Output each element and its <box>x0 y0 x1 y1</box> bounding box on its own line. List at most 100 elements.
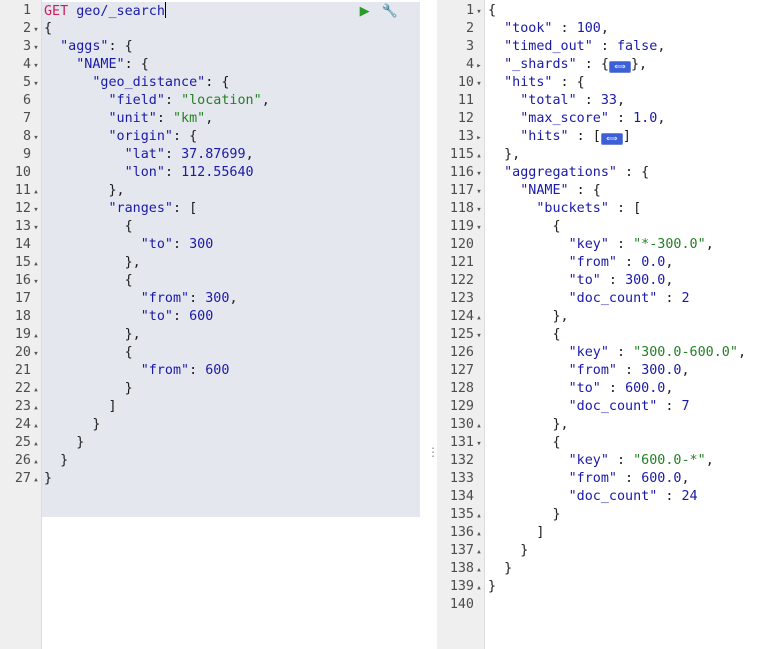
code-line[interactable]: 4▾ "NAME": { <box>0 56 420 74</box>
fold-toggle-icon[interactable]: ▴ <box>33 403 39 413</box>
gutter-cell: 13▾ <box>0 218 42 237</box>
code-line[interactable]: 22▴ } <box>0 380 420 398</box>
code-text: "to" : 300.0, <box>568 273 674 288</box>
fold-toggle-icon[interactable]: ▴ <box>33 259 39 269</box>
fold-toggle-icon[interactable]: ▾ <box>476 169 482 179</box>
code-text: { <box>488 435 561 450</box>
fold-toggle-icon[interactable]: ▾ <box>476 331 482 341</box>
gutter-cell: 13▸ <box>437 128 485 147</box>
code-text: "to": 600 <box>140 309 214 324</box>
code-line: 12 "max_score" : 1.0, <box>437 110 776 128</box>
fold-toggle-icon[interactable]: ▴ <box>33 439 39 449</box>
pane-divider[interactable] <box>420 0 437 649</box>
code-line: 138▴ } <box>437 560 776 578</box>
gutter-cell: 16▾ <box>0 272 42 291</box>
fold-toggle-icon[interactable]: ▴ <box>476 421 482 431</box>
code-line[interactable]: 11▴ }, <box>0 182 420 200</box>
line-number: 18 <box>14 309 31 324</box>
gutter-cell: 133 <box>437 470 485 489</box>
request-endpoint[interactable]: geo/_search <box>76 4 165 19</box>
code-line[interactable]: 12▾ "ranges": [ <box>0 200 420 218</box>
fold-toggle-icon[interactable]: ▾ <box>476 7 482 17</box>
fold-toggle-icon[interactable]: ▾ <box>33 205 39 215</box>
code-line[interactable]: 19▴ }, <box>0 326 420 344</box>
fold-spacer <box>474 273 484 291</box>
code-line[interactable]: 21 "from": 600 <box>0 362 420 380</box>
fold-toggle-icon[interactable]: ▾ <box>33 43 39 53</box>
fold-toggle-icon[interactable]: ▾ <box>476 187 482 197</box>
code-line[interactable]: 2▾{ <box>0 20 420 38</box>
code-line[interactable]: 23▴ ] <box>0 398 420 416</box>
code-line[interactable]: 8▾ "origin": { <box>0 128 420 146</box>
fold-toggle-icon[interactable]: ▸ <box>476 61 482 71</box>
fold-toggle-icon[interactable]: ▴ <box>476 547 482 557</box>
fold-toggle-icon[interactable]: ▾ <box>33 133 39 143</box>
resize-grip-icon[interactable]: ⋮ <box>427 445 439 459</box>
fold-toggle-icon[interactable]: ▴ <box>476 313 482 323</box>
play-icon[interactable]: ▶ <box>359 4 370 19</box>
fold-toggle-icon[interactable]: ▾ <box>476 223 482 233</box>
fold-toggle-icon[interactable]: ▾ <box>33 25 39 35</box>
fold-toggle-icon[interactable]: ▾ <box>33 277 39 287</box>
code-line: 129 "doc_count" : 7 <box>437 398 776 416</box>
code-line[interactable]: 24▴ } <box>0 416 420 434</box>
code-line[interactable]: 15▴ }, <box>0 254 420 272</box>
code-line[interactable]: 6 "field": "location", <box>0 92 420 110</box>
line-number: 13 <box>457 129 474 144</box>
code-line[interactable]: 16▾ { <box>0 272 420 290</box>
collapsed-section-icon[interactable]: ⟺ <box>600 133 623 145</box>
fold-spacer <box>474 39 484 57</box>
fold-toggle-icon[interactable]: ▴ <box>33 475 39 485</box>
code-line[interactable]: 3▾ "aggs": { <box>0 38 420 56</box>
code-text: ] <box>488 525 545 540</box>
request-toolbar: ▶ 🔧 <box>360 4 398 19</box>
fold-toggle-icon[interactable]: ▴ <box>476 583 482 593</box>
gutter-cell: 137▴ <box>437 542 485 561</box>
fold-toggle-icon[interactable]: ▴ <box>476 565 482 575</box>
code-line[interactable]: 14 "to": 300 <box>0 236 420 254</box>
fold-toggle-icon[interactable]: ▴ <box>33 457 39 467</box>
fold-toggle-icon[interactable]: ▾ <box>476 439 482 449</box>
code-line[interactable]: 26▴ } <box>0 452 420 470</box>
line-number: 130 <box>449 417 474 432</box>
fold-toggle-icon[interactable]: ▾ <box>33 79 39 89</box>
code-line[interactable]: 25▴ } <box>0 434 420 452</box>
fold-spacer <box>31 237 41 255</box>
code-text: "origin": { <box>108 129 198 144</box>
fold-toggle-icon[interactable]: ▾ <box>33 61 39 71</box>
code-line[interactable]: 27▴} <box>0 470 420 488</box>
fold-toggle-icon[interactable]: ▴ <box>33 385 39 395</box>
code-line[interactable]: 7 "unit": "km", <box>0 110 420 128</box>
fold-toggle-icon[interactable]: ▴ <box>476 151 482 161</box>
collapsed-section-icon[interactable]: ⟺ <box>608 61 631 73</box>
fold-toggle-icon[interactable]: ▾ <box>33 223 39 233</box>
fold-toggle-icon[interactable]: ▴ <box>33 421 39 431</box>
code-line[interactable]: 9 "lat": 37.87699, <box>0 146 420 164</box>
fold-toggle-icon[interactable]: ▸ <box>476 133 482 143</box>
code-line[interactable]: 13▾ { <box>0 218 420 236</box>
code-line[interactable]: 10 "lon": 112.55640 <box>0 164 420 182</box>
line-number: 25 <box>14 435 31 450</box>
fold-toggle-icon[interactable]: ▾ <box>33 349 39 359</box>
fold-toggle-icon[interactable]: ▴ <box>33 331 39 341</box>
code-line: 118▾ "buckets" : [ <box>437 200 776 218</box>
fold-toggle-icon[interactable]: ▴ <box>476 511 482 521</box>
gutter-cell: 120 <box>437 236 485 255</box>
response-viewer[interactable]: 1▾{2 "took" : 100,3 "timed_out" : false,… <box>437 0 776 649</box>
gutter-cell: 9 <box>0 146 42 165</box>
code-line[interactable]: 5▾ "geo_distance": { <box>0 74 420 92</box>
fold-toggle-icon[interactable]: ▾ <box>476 79 482 89</box>
code-line[interactable]: 1 GET geo/_search <box>0 2 420 20</box>
gutter-cell: 21 <box>0 362 42 381</box>
code-line[interactable]: 17 "from": 300, <box>0 290 420 308</box>
code-line[interactable]: 18 "to": 600 <box>0 308 420 326</box>
wrench-icon[interactable]: 🔧 <box>381 4 398 19</box>
fold-toggle-icon[interactable]: ▴ <box>476 529 482 539</box>
fold-toggle-icon[interactable]: ▴ <box>33 187 39 197</box>
code-line[interactable]: 20▾ { <box>0 344 420 362</box>
code-text: "from": 300, <box>140 291 238 306</box>
fold-toggle-icon[interactable]: ▾ <box>476 205 482 215</box>
code-text: "doc_count" : 24 <box>568 489 698 504</box>
